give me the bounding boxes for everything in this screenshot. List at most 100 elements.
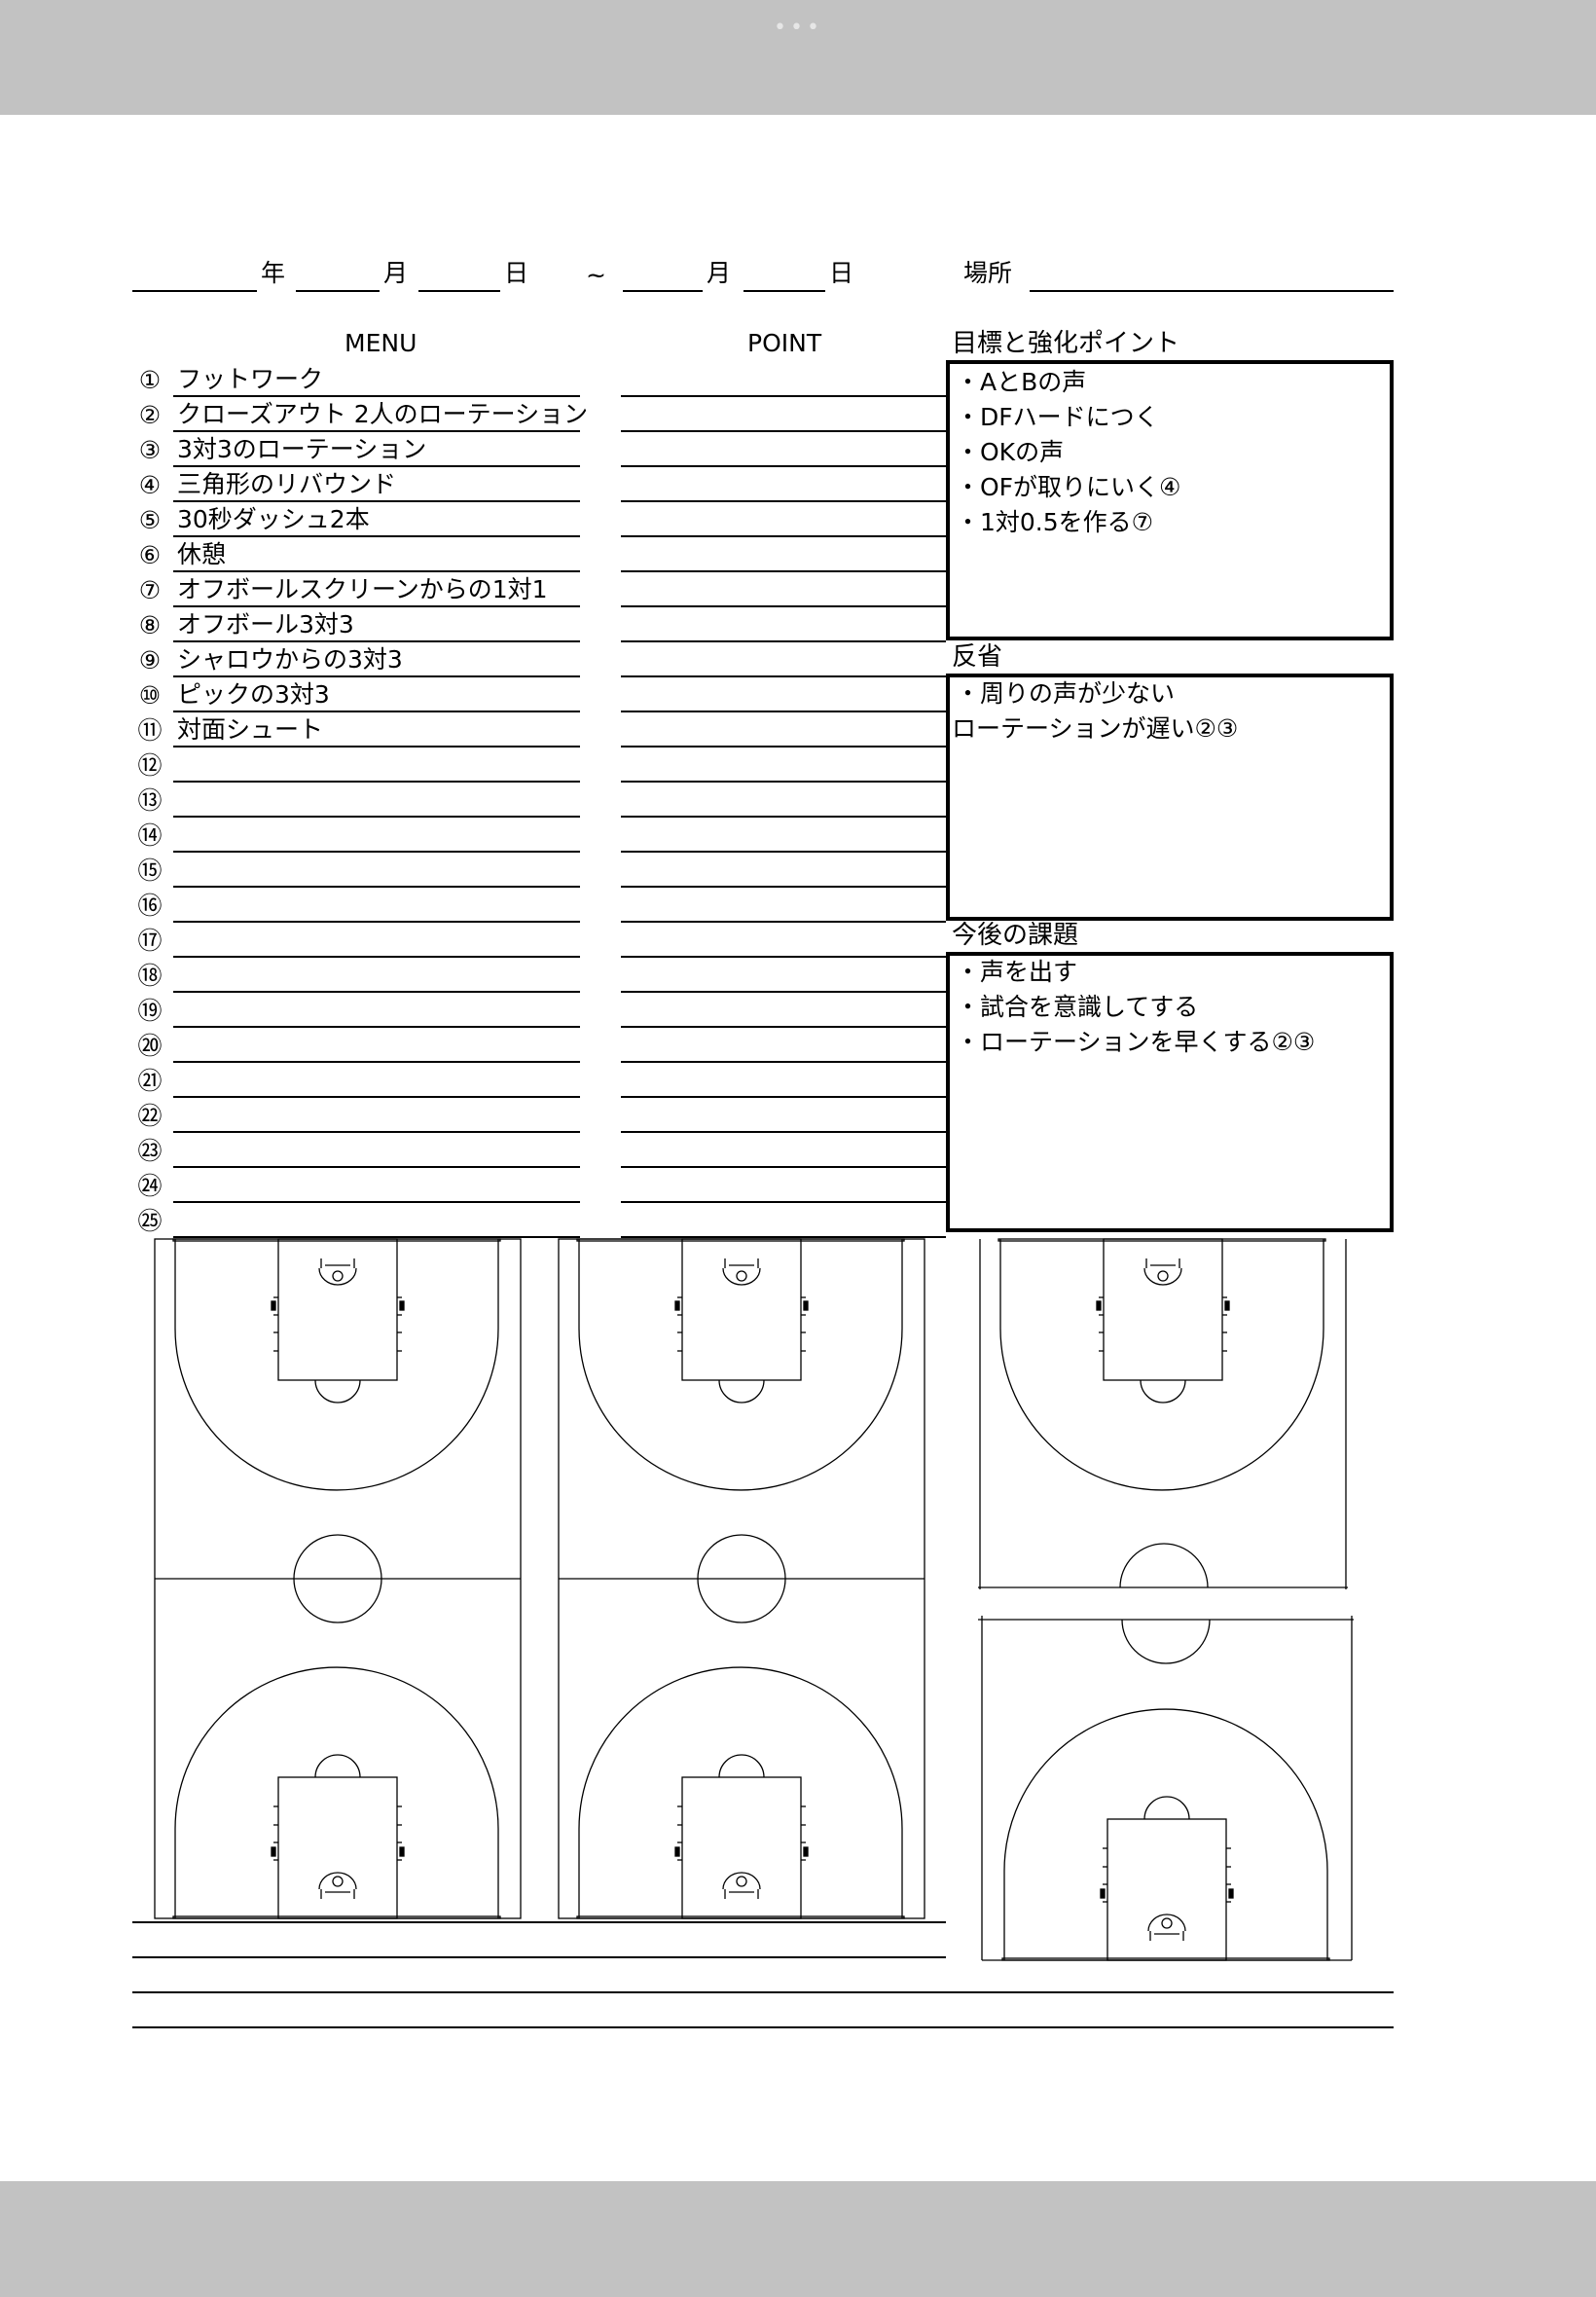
menu-text[interactable]: フットワーク — [177, 365, 324, 393]
row-number: ㉕ — [137, 1207, 163, 1235]
more-options-icon[interactable]: ••• — [774, 16, 823, 40]
point-field[interactable] — [621, 956, 946, 958]
future-box[interactable]: ・声を出す ・試合を意識してする ・ローテーションを早くする②③ — [946, 952, 1394, 1232]
day2-field[interactable] — [744, 290, 825, 292]
row-number: ⑩ — [138, 681, 162, 710]
point-field[interactable] — [621, 781, 946, 783]
point-field[interactable] — [621, 851, 946, 853]
year-field[interactable] — [132, 290, 257, 292]
row-number: ⑱ — [137, 962, 163, 990]
row-number: ㉒ — [137, 1102, 163, 1130]
menu-row: ㉔ — [132, 1168, 580, 1203]
point-field[interactable] — [621, 991, 946, 993]
menu-text[interactable]: 3対3のローテーション — [177, 435, 427, 463]
row-number: ⑦ — [138, 576, 162, 604]
row-number: ① — [138, 366, 162, 394]
point-field[interactable] — [621, 746, 946, 747]
point-field[interactable] — [621, 816, 946, 818]
point-field[interactable] — [621, 675, 946, 677]
point-field[interactable] — [621, 430, 946, 432]
day2-label: 日 — [829, 259, 854, 287]
row-number: ⑧ — [138, 611, 162, 639]
goal-item: ・DFハードにつく — [956, 403, 1159, 431]
point-field[interactable] — [621, 535, 946, 537]
month2-field[interactable] — [623, 290, 703, 292]
point-field[interactable] — [621, 711, 946, 712]
goal-item: ・OFが取りにいく④ — [956, 473, 1181, 501]
point-field[interactable] — [621, 1131, 946, 1133]
point-field[interactable] — [621, 1026, 946, 1028]
point-field[interactable] — [621, 886, 946, 888]
future-item: ・ローテーションを早くする②③ — [956, 1028, 1316, 1056]
menu-row: ㉓ — [132, 1133, 580, 1168]
menu-text[interactable]: クローズアウト 2人のローテーション — [177, 400, 589, 428]
note-line[interactable] — [132, 1956, 946, 1958]
viewer-bottom-bar — [0, 2181, 1596, 2297]
menu-text[interactable]: 三角形のリバウンド — [177, 470, 397, 498]
row-number: ⑳ — [137, 1032, 163, 1060]
point-field[interactable] — [621, 1166, 946, 1168]
menu-text[interactable]: オフボール3対3 — [177, 610, 354, 638]
menu-row: ⑩ ピックの3対3 — [132, 677, 580, 712]
point-field[interactable] — [621, 1096, 946, 1098]
goals-box[interactable]: ・AとBの声 ・DFハードにつく ・OKの声 ・OFが取りにいく④ ・1対0.5… — [946, 360, 1394, 640]
menu-row: ⑦ オフボールスクリーンからの1対1 — [132, 572, 580, 607]
row-number: ⑬ — [137, 786, 163, 815]
point-column-title: POINT — [747, 329, 822, 357]
menu-row: ⑯ — [132, 888, 580, 923]
menu-row: ⑱ — [132, 958, 580, 993]
goal-item: ・AとBの声 — [956, 368, 1087, 396]
point-field[interactable] — [621, 465, 946, 467]
note-line[interactable] — [132, 2026, 1394, 2028]
note-line[interactable] — [132, 1921, 946, 1923]
court-diagram-full-2[interactable] — [557, 1238, 928, 1920]
point-field[interactable] — [621, 500, 946, 502]
row-number: ⑨ — [138, 646, 162, 675]
row-number: ⑫ — [137, 751, 163, 780]
point-field[interactable] — [621, 1236, 946, 1238]
note-line[interactable] — [132, 1991, 1394, 1993]
menu-row: ⑧ オフボール3対3 — [132, 607, 580, 642]
row-number: ㉓ — [137, 1137, 163, 1165]
menu-text[interactable]: 対面シュート — [177, 715, 324, 744]
place-field[interactable] — [1030, 290, 1394, 292]
menu-row: ⑤ 30秒ダッシュ2本 — [132, 502, 580, 537]
reflection-box[interactable]: ・周りの声が少ない ローテーションが遅い②③ — [946, 674, 1394, 921]
point-field[interactable] — [621, 605, 946, 607]
point-field[interactable] — [621, 1061, 946, 1063]
reflection-item: ・周りの声が少ない — [956, 679, 1176, 708]
menu-row: ㉒ — [132, 1098, 580, 1133]
menu-text[interactable]: シャロウからの3対3 — [177, 645, 403, 674]
court-diagram-half-top[interactable] — [978, 1238, 1350, 1591]
row-number: ⑤ — [138, 506, 162, 534]
point-field[interactable] — [621, 1201, 946, 1203]
viewer-top-bar: ••• — [0, 0, 1596, 115]
court-diagram-full-1[interactable] — [153, 1238, 525, 1920]
menu-text[interactable]: 30秒ダッシュ2本 — [177, 505, 370, 533]
month2-label: 月 — [707, 259, 732, 287]
row-number: ⑰ — [137, 927, 163, 955]
point-field[interactable] — [621, 570, 946, 572]
month-field[interactable] — [296, 290, 380, 292]
row-number: ㉑ — [137, 1067, 163, 1095]
menu-text[interactable]: ピックの3対3 — [177, 680, 330, 709]
menu-row: ㉑ — [132, 1063, 580, 1098]
row-number: ⑲ — [137, 997, 163, 1025]
reflection-title: 反省 — [952, 642, 1003, 672]
row-number: ⑪ — [137, 716, 163, 745]
future-title: 今後の課題 — [952, 921, 1079, 950]
menu-row: ⑳ — [132, 1028, 580, 1063]
court-diagram-half-bottom[interactable] — [978, 1616, 1354, 1962]
goal-item: ・1対0.5を作る⑦ — [956, 508, 1154, 536]
goal-item: ・OKの声 — [956, 438, 1065, 466]
menu-row: ⑫ — [132, 747, 580, 783]
menu-text[interactable]: オフボールスクリーンからの1対1 — [177, 575, 548, 603]
point-field[interactable] — [621, 395, 946, 397]
row-number: ② — [138, 401, 162, 429]
point-field[interactable] — [621, 921, 946, 923]
point-field[interactable] — [621, 640, 946, 642]
day-field[interactable] — [418, 290, 500, 292]
row-number: ④ — [138, 471, 162, 499]
menu-text[interactable]: 休憩 — [177, 540, 227, 568]
